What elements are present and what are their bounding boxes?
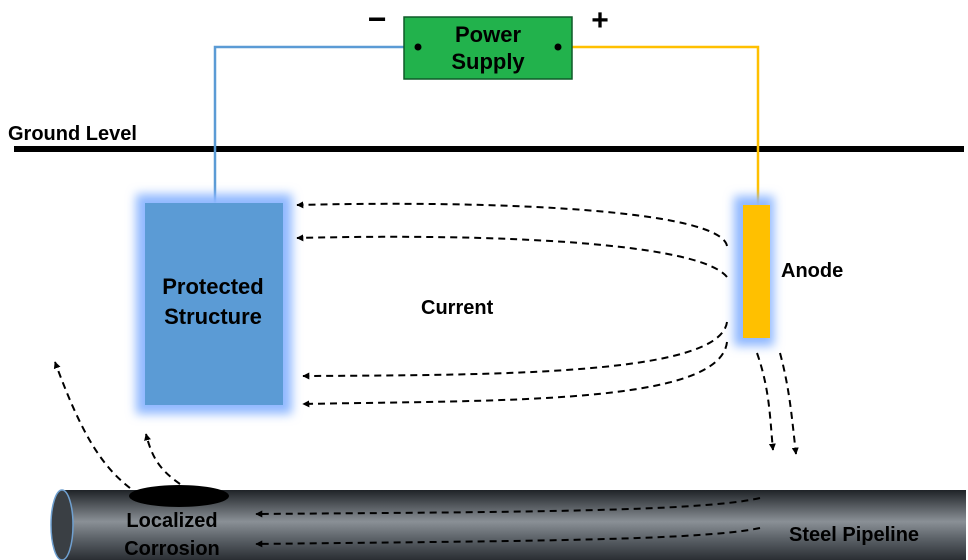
power-supply-label-line1: Power xyxy=(455,22,521,47)
pipeline-current-arrow-2 xyxy=(255,527,761,548)
positive-wire xyxy=(570,45,760,205)
current-label: Current xyxy=(421,297,494,319)
negative-terminal xyxy=(414,43,422,51)
localized-corrosion-label-line1: Localized xyxy=(126,510,217,532)
plus-sign: + xyxy=(591,4,609,37)
power-supply xyxy=(403,16,573,80)
current-arrow-1 xyxy=(296,201,728,247)
protected-structure-label-line1: Protected xyxy=(162,274,263,299)
localized-corrosion-label-line2: Corrosion xyxy=(124,538,220,560)
protected-structure-label-line2: Structure xyxy=(164,304,262,329)
current-arrow-2 xyxy=(296,234,728,278)
protected-structure xyxy=(145,203,283,405)
negative-wire xyxy=(213,45,404,205)
current-arrow-3 xyxy=(302,321,728,380)
current-arrow-4 xyxy=(302,341,728,408)
pipeline-current-arrow-1 xyxy=(255,497,761,518)
anode-label: Anode xyxy=(781,260,843,282)
steel-pipeline-label: Steel Pipeline xyxy=(789,524,919,546)
corrosion-escape-arrow-2 xyxy=(144,433,181,485)
anode xyxy=(743,205,770,338)
positive-terminal xyxy=(554,43,562,51)
current-flow-arrows xyxy=(296,201,799,455)
power-supply-label-line2: Supply xyxy=(451,49,525,74)
corrosion-escape-arrow-1 xyxy=(53,361,131,489)
ground-level-label: Ground Level xyxy=(8,123,137,145)
current-arrow-6 xyxy=(779,352,799,455)
current-arrow-5 xyxy=(756,352,776,451)
corrosion-pit xyxy=(129,485,229,507)
minus-sign: − xyxy=(368,1,387,37)
